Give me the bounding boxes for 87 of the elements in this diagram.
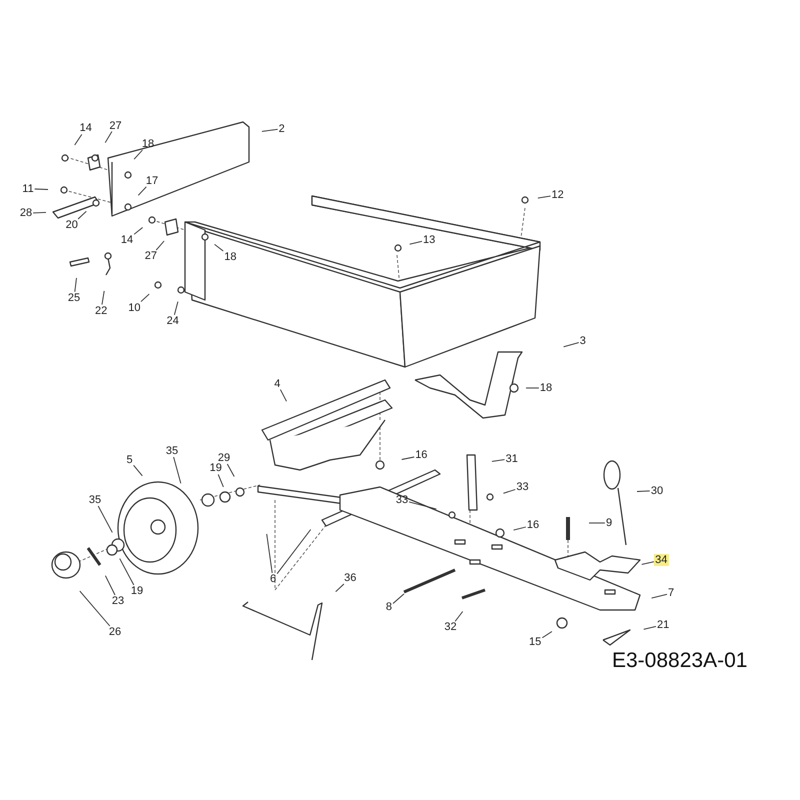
callout-number: 25 <box>66 292 82 304</box>
callout-number: 11 <box>21 182 35 195</box>
callout-number: 35 <box>164 445 180 457</box>
leader-line <box>280 389 287 402</box>
callout-number: 9 <box>604 517 614 529</box>
callout-number: 18 <box>538 382 554 394</box>
leader-line <box>214 244 224 252</box>
leader-line <box>134 150 143 160</box>
leader-line <box>651 594 668 599</box>
callout-number: 26 <box>108 626 122 638</box>
callout-number: 34 <box>654 554 668 566</box>
leader-line <box>133 464 143 476</box>
leader-line <box>140 294 150 302</box>
leader-line <box>104 575 116 596</box>
leader-line <box>74 277 77 292</box>
callout-number: 19 <box>130 585 144 597</box>
leader-line <box>102 290 105 306</box>
callout-number: 27 <box>108 120 123 132</box>
leader-line <box>119 558 134 586</box>
leader-line <box>588 522 606 524</box>
callout-number: 14 <box>78 122 93 134</box>
callout-number: 28 <box>18 207 34 220</box>
leader-line <box>392 593 404 604</box>
leader-line <box>266 533 273 574</box>
leader-line <box>513 526 526 531</box>
leader-line <box>98 506 113 533</box>
leader-line <box>636 490 650 492</box>
leader-line <box>643 626 656 630</box>
drawing-number: E3-08823A-01 <box>612 649 748 673</box>
callout-number: 35 <box>88 494 102 506</box>
leader-line <box>491 459 506 462</box>
callout-number: 20 <box>64 219 79 232</box>
callout-number: 27 <box>144 250 158 262</box>
callout-number: 29 <box>216 452 232 464</box>
callout-number: 17 <box>144 174 160 187</box>
leader-line <box>134 227 144 235</box>
callout-number: 18 <box>140 138 156 150</box>
leader-line <box>542 631 552 638</box>
leader-line <box>641 561 655 565</box>
callout-number: 19 <box>208 462 223 474</box>
callout-number: 3 <box>578 335 587 348</box>
callout-number: 16 <box>526 519 540 532</box>
callout-number: 16 <box>414 449 428 462</box>
callout-number: 33 <box>394 494 410 506</box>
leader-line <box>226 464 235 477</box>
callout-number: 33 <box>515 481 530 494</box>
leader-line <box>401 456 415 460</box>
callout-number: 36 <box>343 572 358 584</box>
callout-number: 12 <box>550 189 565 201</box>
leader-line <box>537 196 551 199</box>
leader-line <box>156 240 165 251</box>
callout-number: 31 <box>504 452 519 465</box>
leader-line <box>74 134 82 146</box>
callout-number: 22 <box>94 304 108 317</box>
callout-number: 2 <box>278 122 286 135</box>
leader-line <box>104 131 112 144</box>
leader-line <box>502 489 516 494</box>
callout-number: 4 <box>273 378 282 390</box>
callout-number: 24 <box>166 314 180 327</box>
leader-line <box>173 456 182 484</box>
leader-line <box>408 501 437 510</box>
leader-line <box>335 584 344 592</box>
callout-number: 23 <box>110 595 126 607</box>
leader-line <box>261 128 278 132</box>
leader-line <box>454 611 464 622</box>
leader-line <box>174 301 178 316</box>
callout-number: 32 <box>443 621 458 634</box>
leader-line <box>138 186 147 196</box>
callout-number: 7 <box>666 587 676 600</box>
leader-line <box>32 212 46 214</box>
leader-line <box>78 210 87 220</box>
callout-number: 30 <box>650 484 664 497</box>
callout-number: 6 <box>268 573 278 585</box>
callout-number: 14 <box>120 234 134 246</box>
callout-number: 21 <box>656 618 670 631</box>
callout-number: 10 <box>127 302 142 314</box>
leader-line <box>563 342 580 348</box>
leader-line <box>409 240 422 245</box>
leader-line <box>79 590 110 626</box>
leader-line <box>34 188 48 190</box>
leader-line <box>276 529 312 574</box>
callout-number: 13 <box>422 234 436 246</box>
leader-line <box>218 474 224 488</box>
callout-number: 15 <box>528 636 542 648</box>
callout-number: 5 <box>125 454 134 466</box>
callout-number: 18 <box>223 250 238 262</box>
callout-number: 8 <box>384 601 393 614</box>
